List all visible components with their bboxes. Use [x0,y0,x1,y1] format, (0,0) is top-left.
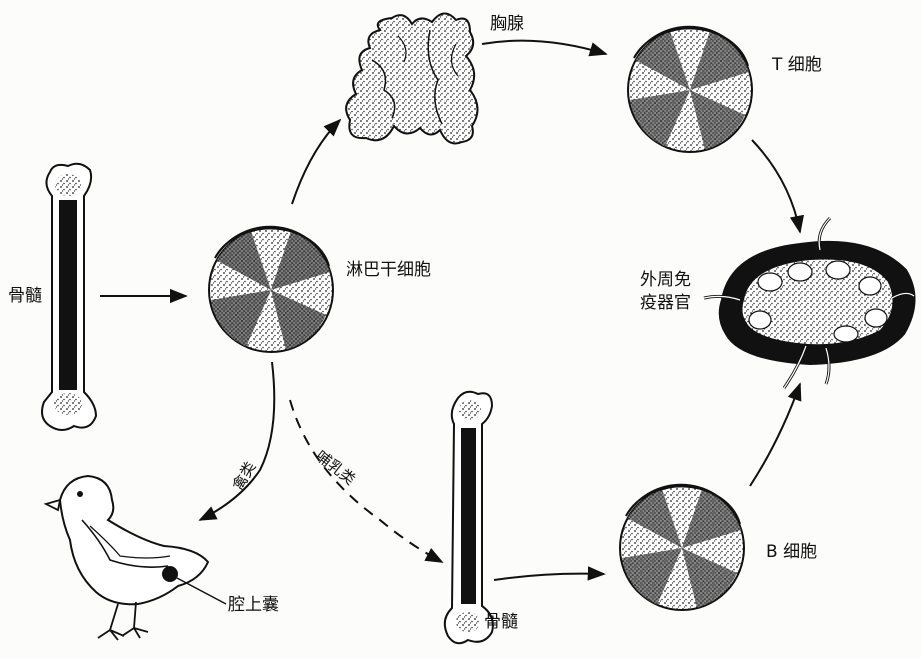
label-t-cell: T 细胞 [772,55,822,75]
label-lymphoid-stem-cell: 淋巴干细胞 [346,260,431,280]
arrow-marrow-to-bcell [494,574,604,580]
lymphoid-stem-cell-illustration [209,227,333,352]
arrow-stem-to-mammal-marrow [290,400,442,562]
label-bone-marrow-bottom: 骨髓 [484,612,518,632]
bone-marrow-left-illustration [42,164,96,430]
label-peripheral-organ-line2: 疫器官 [640,293,691,313]
chick-illustration [46,476,226,640]
arrow-bcell-to-organ [750,384,800,486]
label-thymus: 胸腺 [490,14,524,34]
label-peripheral-organ-line1: 外周免 [640,270,691,290]
thymus-illustration [346,13,477,143]
peripheral-lymphoid-organ-illustration [704,218,915,388]
t-cell-illustration [628,27,752,152]
arrow-stem-to-bird [200,362,274,520]
b-cell-illustration [620,485,744,610]
arrow-tcell-to-organ [752,140,800,232]
label-bursa: 腔上囊 [228,595,279,615]
label-b-cell: B 细胞 [766,542,817,562]
arrow-thymus-to-tcell [482,41,606,54]
bone-marrow-bottom-illustration [445,392,493,643]
arrow-stem-to-thymus [292,120,340,204]
label-bone-marrow-left: 骨髓 [8,286,42,306]
